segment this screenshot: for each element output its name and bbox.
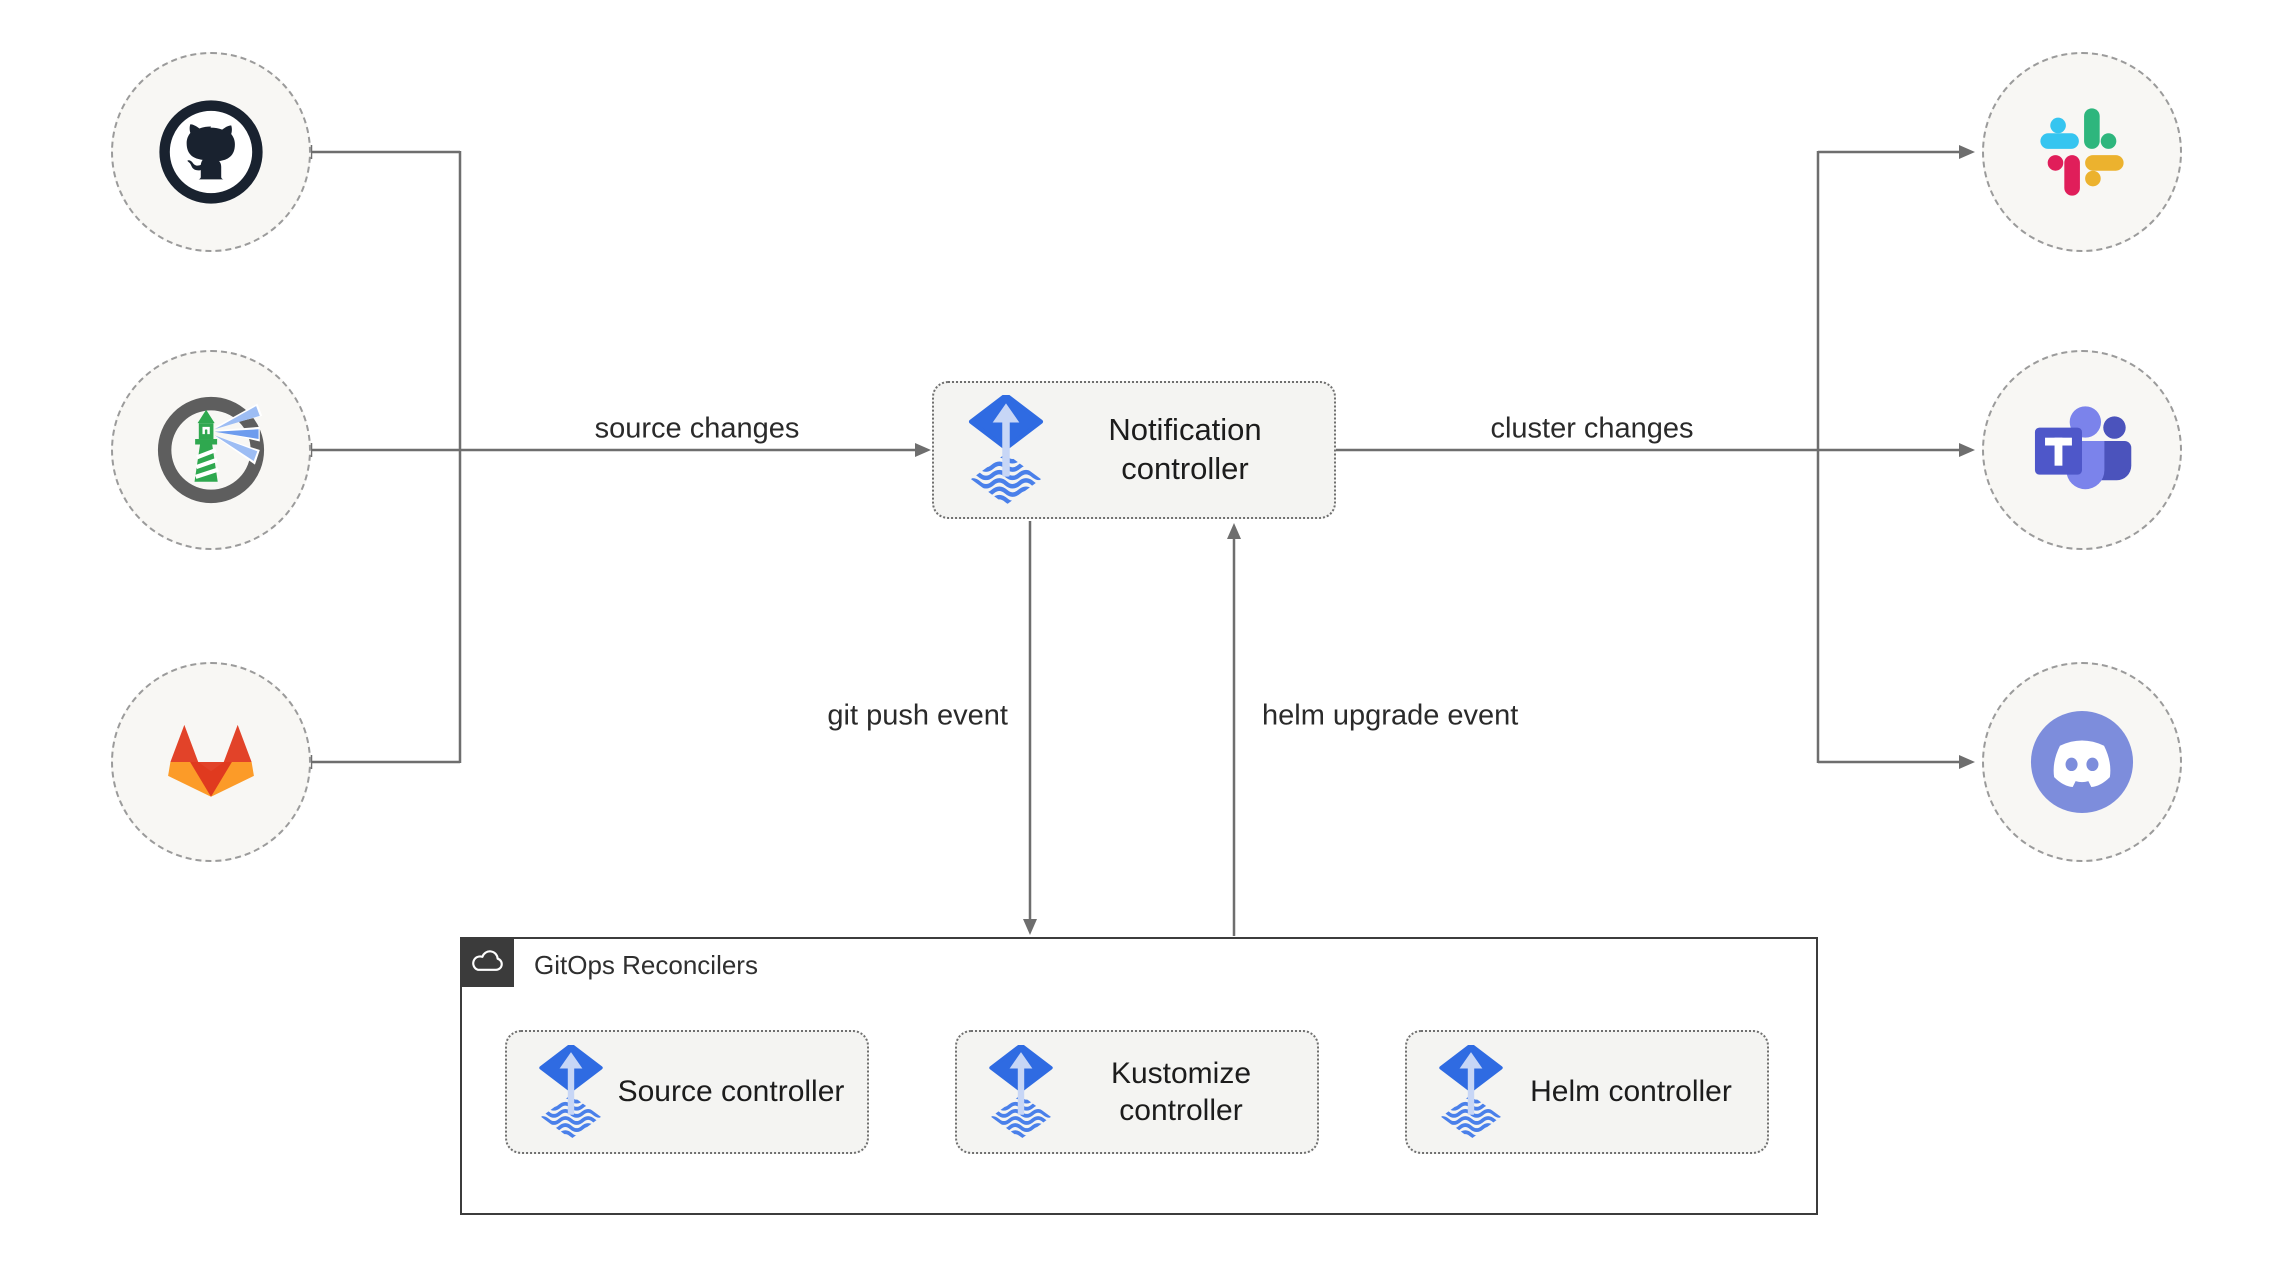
node-github xyxy=(111,52,311,252)
edge-label-cluster-changes: cluster changes xyxy=(1490,412,1694,445)
edge-label-source-changes: source changes xyxy=(594,412,800,445)
gitops-reconcilers-title: GitOps Reconcilers xyxy=(534,950,758,980)
edge-label-git-push-event: git push event xyxy=(827,699,1008,732)
flux-icon xyxy=(985,1045,1057,1139)
node-slack xyxy=(1982,52,2182,252)
helm-controller-label: Helm controller xyxy=(1530,1075,1732,1109)
discord-icon xyxy=(2024,704,2140,820)
kustomize-controller-label: Kustomize controller xyxy=(1110,1056,1252,1128)
container-badge xyxy=(460,937,514,987)
harbor-icon xyxy=(150,389,272,511)
node-teams xyxy=(1982,350,2182,550)
teams-icon xyxy=(2026,394,2138,506)
kustomize-controller-box: Kustomize controller xyxy=(955,1030,1319,1154)
cloud-icon xyxy=(470,949,504,975)
notification-controller-box: Notification controller xyxy=(932,381,1336,519)
node-harbor xyxy=(111,350,311,550)
source-controller-label: Source controller xyxy=(617,1075,845,1109)
flux-icon xyxy=(1435,1045,1507,1139)
edge-label-helm-upgrade-event: helm upgrade event xyxy=(1262,699,1519,732)
gitops-reconcilers-container: GitOps Reconcilers Source controller Kus… xyxy=(460,937,1818,1215)
notification-controller-label: Notification controller xyxy=(1108,412,1262,486)
source-controller-box: Source controller xyxy=(505,1030,869,1154)
gitlab-icon xyxy=(153,704,269,820)
helm-controller-box: Helm controller xyxy=(1405,1030,1769,1154)
slack-icon xyxy=(2030,100,2134,204)
node-gitlab xyxy=(111,662,311,862)
github-icon xyxy=(153,94,269,210)
flux-icon xyxy=(964,395,1048,505)
node-discord xyxy=(1982,662,2182,862)
flux-icon xyxy=(535,1045,607,1139)
